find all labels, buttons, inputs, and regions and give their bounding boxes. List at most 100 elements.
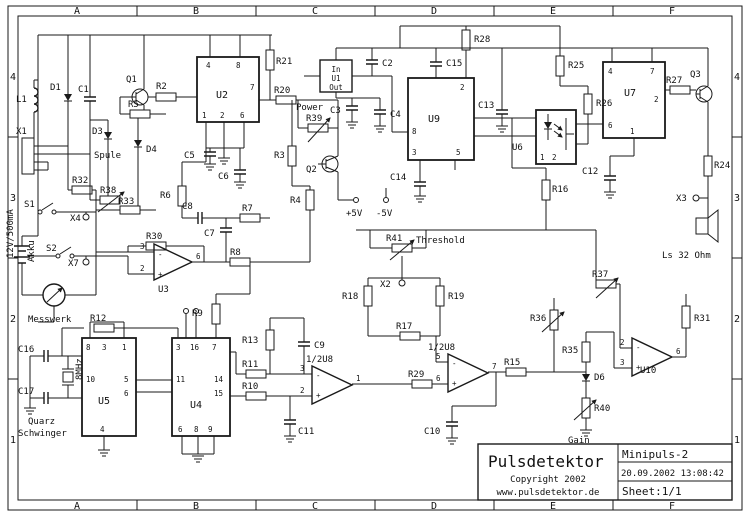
designator: C10 [424, 427, 440, 437]
designator: X4 [70, 214, 81, 224]
resistor-symbol [129, 109, 151, 119]
capacitor-symbol [374, 109, 386, 115]
sheet-number: Sheet:1/1 [622, 485, 682, 498]
grid-label: D [431, 501, 437, 512]
ic-u2: U2 4 8 7 1 2 6 R21 R20 R39 Power Q2 R3 R… [160, 49, 393, 239]
grid-label: 2 [734, 314, 740, 325]
led-symbol [544, 122, 552, 129]
schematic-title: Pulsdetektor [488, 452, 604, 471]
ground-symbols [23, 121, 617, 463]
designator: Q1 [126, 75, 137, 85]
designator: R20 [274, 86, 290, 96]
pin-label: 3 [620, 358, 625, 367]
pin-label: 3 [102, 343, 107, 352]
designator: R29 [408, 370, 424, 380]
resistor-symbol [71, 185, 93, 195]
grid-label: B [193, 501, 199, 512]
ic-body [319, 59, 353, 93]
pin-header [183, 308, 189, 314]
battery-symbol [14, 245, 30, 264]
resistor-symbol [265, 49, 275, 71]
designator: R41 [386, 234, 402, 244]
designator: R17 [396, 322, 412, 332]
inductor-symbol [33, 87, 39, 113]
pin-label: 6 [676, 347, 681, 356]
wires [21, 25, 709, 455]
switch-symbol [41, 202, 54, 211]
testpoint-symbol [692, 194, 700, 202]
capacitor-symbol [197, 212, 203, 224]
resistor-symbol [275, 95, 297, 105]
designator: C12 [582, 167, 598, 177]
capacitor-symbol [43, 392, 49, 404]
ic-body [81, 337, 137, 437]
designator: R21 [276, 57, 292, 67]
designator: R6 [160, 191, 171, 201]
crystal-annotation: Schwinger [18, 429, 67, 439]
designator: R35 [562, 346, 578, 356]
designator: R18 [342, 292, 358, 302]
capacitor-symbol [366, 59, 378, 65]
opamp-symbol [311, 364, 354, 406]
capacitor-symbol [298, 341, 310, 347]
pin-label: 6 [436, 374, 441, 383]
grid-label: A [74, 501, 80, 512]
designator: U10 [640, 366, 656, 376]
speaker-symbol [695, 217, 709, 235]
designator: U9 [428, 114, 440, 125]
resistor-symbol [505, 367, 527, 377]
pin-label: 7 [650, 67, 655, 76]
designator: C6 [218, 172, 229, 182]
designator: R36 [530, 314, 546, 324]
pin-label: 2 [300, 386, 305, 395]
pin-label: 9 [208, 425, 213, 434]
designator: R26 [596, 99, 612, 109]
ic-body [171, 337, 231, 437]
trimmer-symbol [307, 123, 329, 133]
designator: R11 [242, 360, 258, 370]
designator: X7 [68, 259, 79, 269]
filter-section: R13 C9 R11 R10 - + 1/2U8 3 2 1 C11 [242, 329, 361, 437]
designator: C14 [390, 173, 406, 183]
pin-label: 2 [220, 111, 225, 120]
pin-label: 2 [460, 83, 465, 92]
pin-label: 7 [212, 343, 217, 352]
pin-header [193, 308, 199, 314]
capacitor-symbol [430, 61, 442, 67]
connector-symbol [21, 137, 35, 175]
pin-label: 8 [86, 343, 91, 352]
designator: R10 [242, 382, 258, 392]
resistor-symbol [703, 155, 713, 177]
designator: R16 [552, 185, 568, 195]
pin-label: 3 [176, 343, 181, 352]
diode-symbol [134, 140, 142, 147]
meter-symbol [42, 283, 66, 307]
opamp-sign: + [158, 270, 163, 279]
designator: C2 [382, 59, 393, 69]
designator: R4 [290, 196, 301, 206]
pin-label: 1 [630, 127, 635, 136]
pin-label: 5 [124, 375, 129, 384]
pin-label: 5 [436, 352, 441, 361]
pin-label: 6 [178, 425, 183, 434]
designator: X1 [16, 127, 27, 137]
designator: U5 [98, 396, 110, 407]
opamp-sign: - [452, 359, 457, 368]
switch-symbol [59, 246, 72, 255]
designator: R33 [118, 197, 134, 207]
pin-label: 5 [456, 148, 461, 157]
frequency-annotation: 8MHz [75, 358, 85, 380]
pin-label: 6 [124, 389, 129, 398]
pin-label: 8 [412, 127, 417, 136]
power-annotation: Power [296, 103, 324, 113]
designator: U2 [216, 90, 228, 101]
designator: S2 [46, 244, 57, 254]
resistor-symbol [555, 55, 565, 77]
capacitor-symbol [496, 109, 508, 115]
pin-label: 7 [492, 362, 497, 371]
pin-label: 3 [300, 364, 305, 373]
pin-label: 2 [552, 153, 557, 162]
resistor-symbol [541, 179, 551, 201]
ic-body [196, 56, 260, 123]
